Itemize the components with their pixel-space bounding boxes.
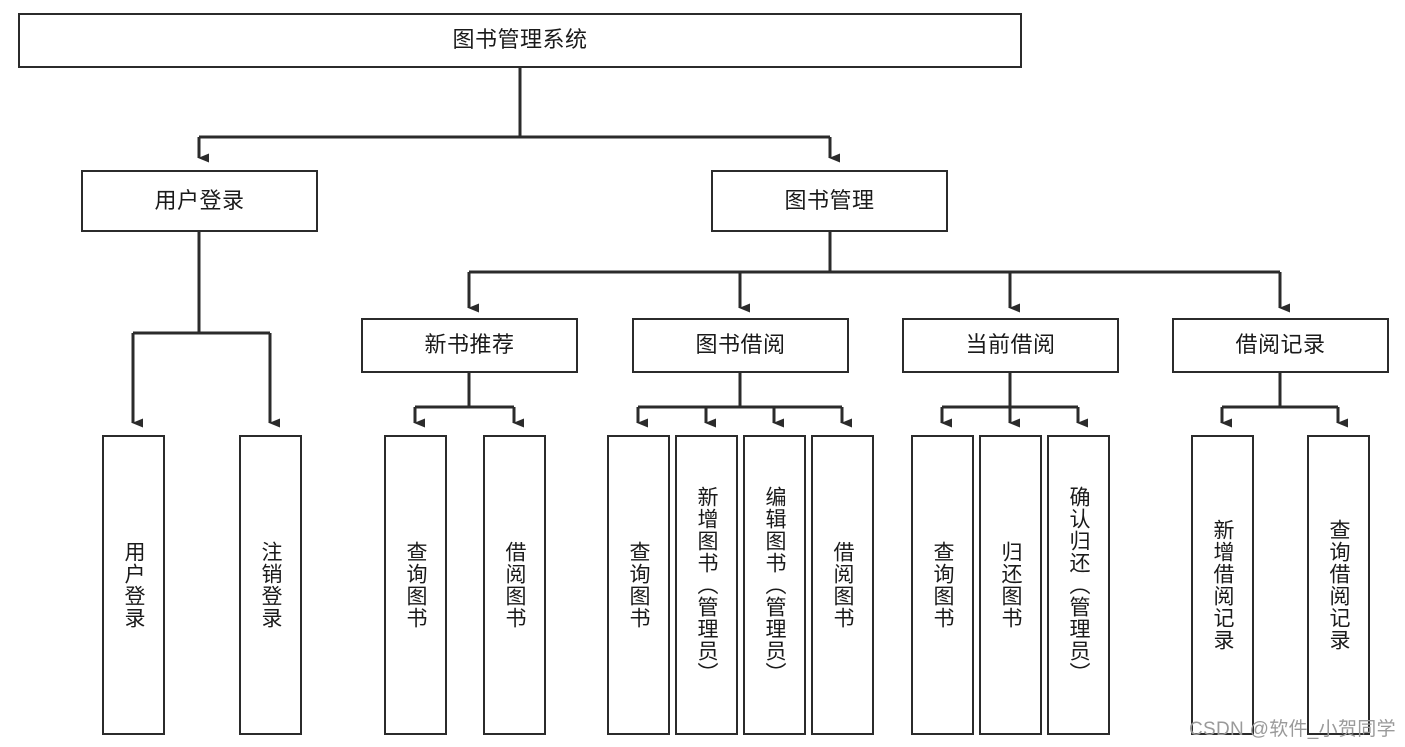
leaf-add-book[interactable]: 新增图书（管理员） xyxy=(675,435,738,735)
watermark-text: CSDN @软件_小贺同学 xyxy=(1189,719,1396,740)
node-root[interactable]: 图书管理系统 xyxy=(18,13,1022,68)
leaf-logout[interactable]: 注销登录 xyxy=(239,435,302,735)
node-root-label: 图书管理系统 xyxy=(452,27,588,53)
leaf-borrow-book-new-label: 借阅图书 xyxy=(503,541,526,629)
node-borrow-record[interactable]: 借阅记录 xyxy=(1172,318,1389,373)
leaf-query-record-label: 查询借阅记录 xyxy=(1327,519,1350,651)
leaf-confirm-return[interactable]: 确认归还（管理员） xyxy=(1047,435,1110,735)
leaf-logout-label: 注销登录 xyxy=(259,541,282,629)
leaf-query-book-new-label: 查询图书 xyxy=(404,541,427,629)
node-borrow-book-label: 图书借阅 xyxy=(695,332,786,358)
leaf-edit-book[interactable]: 编辑图书（管理员） xyxy=(743,435,806,735)
leaf-query-book-new[interactable]: 查询图书 xyxy=(384,435,447,735)
node-borrow-record-label: 借阅记录 xyxy=(1235,332,1326,358)
leaf-query-book-borrow[interactable]: 查询图书 xyxy=(607,435,670,735)
node-new-book-label: 新书推荐 xyxy=(424,332,515,358)
node-book-manage-label: 图书管理 xyxy=(784,187,875,213)
node-book-manage[interactable]: 图书管理 xyxy=(711,170,948,232)
leaf-confirm-return-label: 确认归还（管理员） xyxy=(1067,486,1090,684)
leaf-add-record[interactable]: 新增借阅记录 xyxy=(1191,435,1254,735)
node-user-login-label: 用户登录 xyxy=(154,187,245,213)
leaf-edit-book-label: 编辑图书（管理员） xyxy=(763,486,786,684)
node-new-book[interactable]: 新书推荐 xyxy=(361,318,578,373)
leaf-borrow-book-new[interactable]: 借阅图书 xyxy=(483,435,546,735)
leaf-add-book-label: 新增图书（管理员） xyxy=(695,486,718,684)
node-user-login[interactable]: 用户登录 xyxy=(81,170,318,232)
leaf-user-login[interactable]: 用户登录 xyxy=(102,435,165,735)
leaf-user-login-label: 用户登录 xyxy=(122,541,145,629)
leaf-add-record-label: 新增借阅记录 xyxy=(1211,519,1234,651)
node-current-borrow-label: 当前借阅 xyxy=(965,332,1056,358)
leaf-query-book-current[interactable]: 查询图书 xyxy=(911,435,974,735)
leaf-return-book-label: 归还图书 xyxy=(999,541,1022,629)
node-borrow-book[interactable]: 图书借阅 xyxy=(632,318,849,373)
leaf-query-book-current-label: 查询图书 xyxy=(931,541,954,629)
leaf-query-record[interactable]: 查询借阅记录 xyxy=(1307,435,1370,735)
leaf-return-book[interactable]: 归还图书 xyxy=(979,435,1042,735)
leaf-borrow-book-borrow[interactable]: 借阅图书 xyxy=(811,435,874,735)
node-current-borrow[interactable]: 当前借阅 xyxy=(902,318,1119,373)
leaf-query-book-borrow-label: 查询图书 xyxy=(627,541,650,629)
leaf-borrow-book-borrow-label: 借阅图书 xyxy=(831,541,854,629)
